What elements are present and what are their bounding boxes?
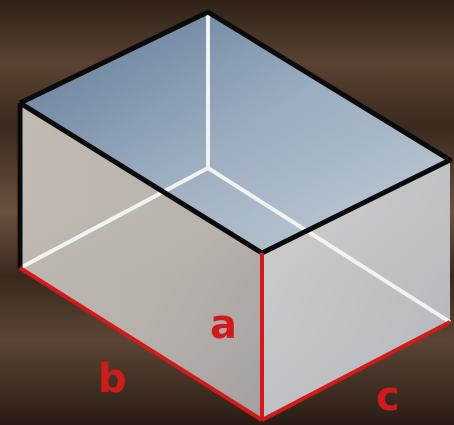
edge-c — [261, 320, 451, 422]
label-c: c — [376, 374, 400, 420]
top-outline — [18, 9, 453, 256]
edge-b — [18, 266, 264, 422]
top-face — [20, 12, 450, 253]
right-face — [262, 160, 450, 420]
hidden-edge-right — [206, 166, 452, 324]
hidden-edge-left — [19, 166, 209, 270]
left-face — [20, 103, 262, 420]
label-b: b — [98, 356, 127, 402]
label-a: a — [210, 302, 237, 348]
